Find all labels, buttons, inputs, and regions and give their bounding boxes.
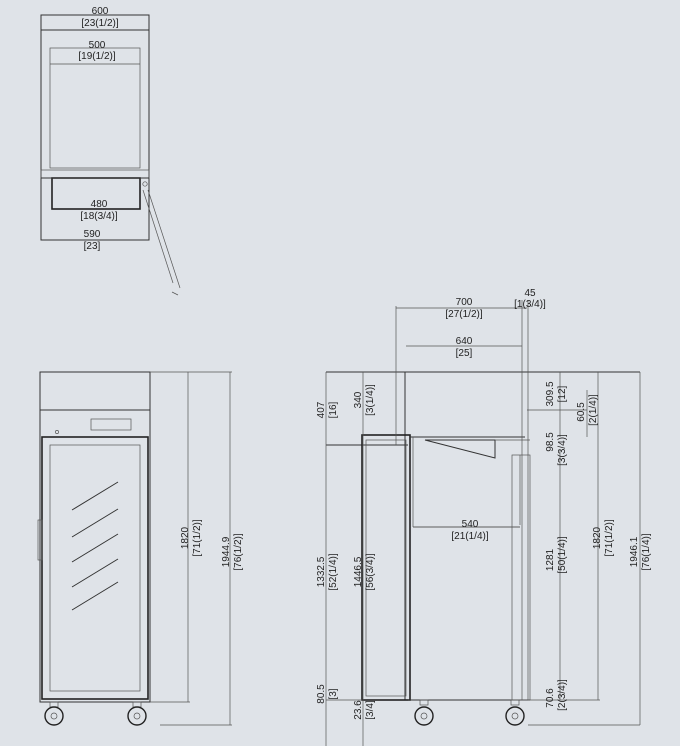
side-view: 700 [27(1/2)] 45 [1(3/4)] 640 [25] 540 [… <box>316 288 652 746</box>
side-top-right: 309.5 <box>545 381 556 406</box>
side-depth-total-in: [27(1/2)] <box>445 309 482 320</box>
side-top-right2: 60.5 <box>576 402 587 422</box>
front-height-total-in: [76(1/2)] <box>233 533 244 570</box>
side-top-right2-in: [2(1/4)] <box>588 394 599 426</box>
side-foot: 23.6 <box>353 700 364 720</box>
side-handle: 45 <box>524 288 536 299</box>
side-body-h: 1820 <box>592 526 603 549</box>
side-shelf-depth: 540 <box>462 519 479 530</box>
side-depth-total: 700 <box>456 297 473 308</box>
side-depth-inner-in: [25] <box>456 348 473 359</box>
top-outer-width: 600 <box>92 6 109 17</box>
caster-wheel-icon <box>44 701 64 726</box>
glass-reflection-icon <box>71 481 119 611</box>
side-handle-in: [1(3/4)] <box>514 299 546 310</box>
side-door-h: 1332.5 <box>316 556 327 587</box>
top-outer-width-in: [23(1/2)] <box>81 18 118 29</box>
side-top-right-in: [12] <box>557 385 568 402</box>
caster-wheel-icon <box>414 699 434 726</box>
side-total-h-in: [76(1/4)] <box>641 533 652 570</box>
caster-wheel-icon <box>127 701 147 726</box>
side-inner-h-in: [56(3/4)] <box>365 553 376 590</box>
front-height-body: 1820 <box>180 526 191 549</box>
side-foot-in: [3/4] <box>365 700 376 720</box>
top-overall-width-in: [23] <box>84 241 101 252</box>
side-bottom-in: [3] <box>328 688 339 699</box>
top-door-width-in: [18(3/4)] <box>80 211 117 222</box>
side-top-panel-in: [16] <box>328 401 339 418</box>
side-cab-h: 1281 <box>545 548 556 571</box>
front-view: 1820 [71(1/2)] 1944.9 [76(1/2)] <box>37 371 244 726</box>
side-cab-h-in: [50(1/4)] <box>557 536 568 573</box>
caster-wheel-icon <box>505 699 525 726</box>
top-door-width: 480 <box>91 199 108 210</box>
top-inner-width: 500 <box>89 40 106 51</box>
side-total-h: 1946.1 <box>629 536 640 567</box>
top-view: 600 [23(1/2)] 500 [19(1/2)] 480 [18(3/4)… <box>40 6 181 296</box>
side-shelf-gap-in: [3(3/4)] <box>557 434 568 466</box>
side-top-panel: 407 <box>316 401 327 418</box>
side-inner-h: 1446.5 <box>353 556 364 587</box>
top-overall-width: 590 <box>84 229 101 240</box>
side-shelf-gap: 98.5 <box>545 432 556 452</box>
front-height-total: 1944.9 <box>221 536 232 567</box>
side-top-inner-in: [3(1/4)] <box>365 384 376 416</box>
top-inner-width-in: [19(1/2)] <box>78 51 115 62</box>
side-door-h-in: [52(1/4)] <box>328 553 339 590</box>
side-bottom: 80.5 <box>316 684 327 704</box>
side-depth-inner: 640 <box>456 336 473 347</box>
side-foot-right-in: [2(3/4)] <box>557 679 568 711</box>
side-top-inner: 340 <box>353 391 364 408</box>
side-shelf-depth-in: [21(1/4)] <box>451 531 488 542</box>
side-body-h-in: [71(1/2)] <box>604 519 615 556</box>
front-height-body-in: [71(1/2)] <box>192 519 203 556</box>
side-foot-right: 70.6 <box>545 688 556 708</box>
